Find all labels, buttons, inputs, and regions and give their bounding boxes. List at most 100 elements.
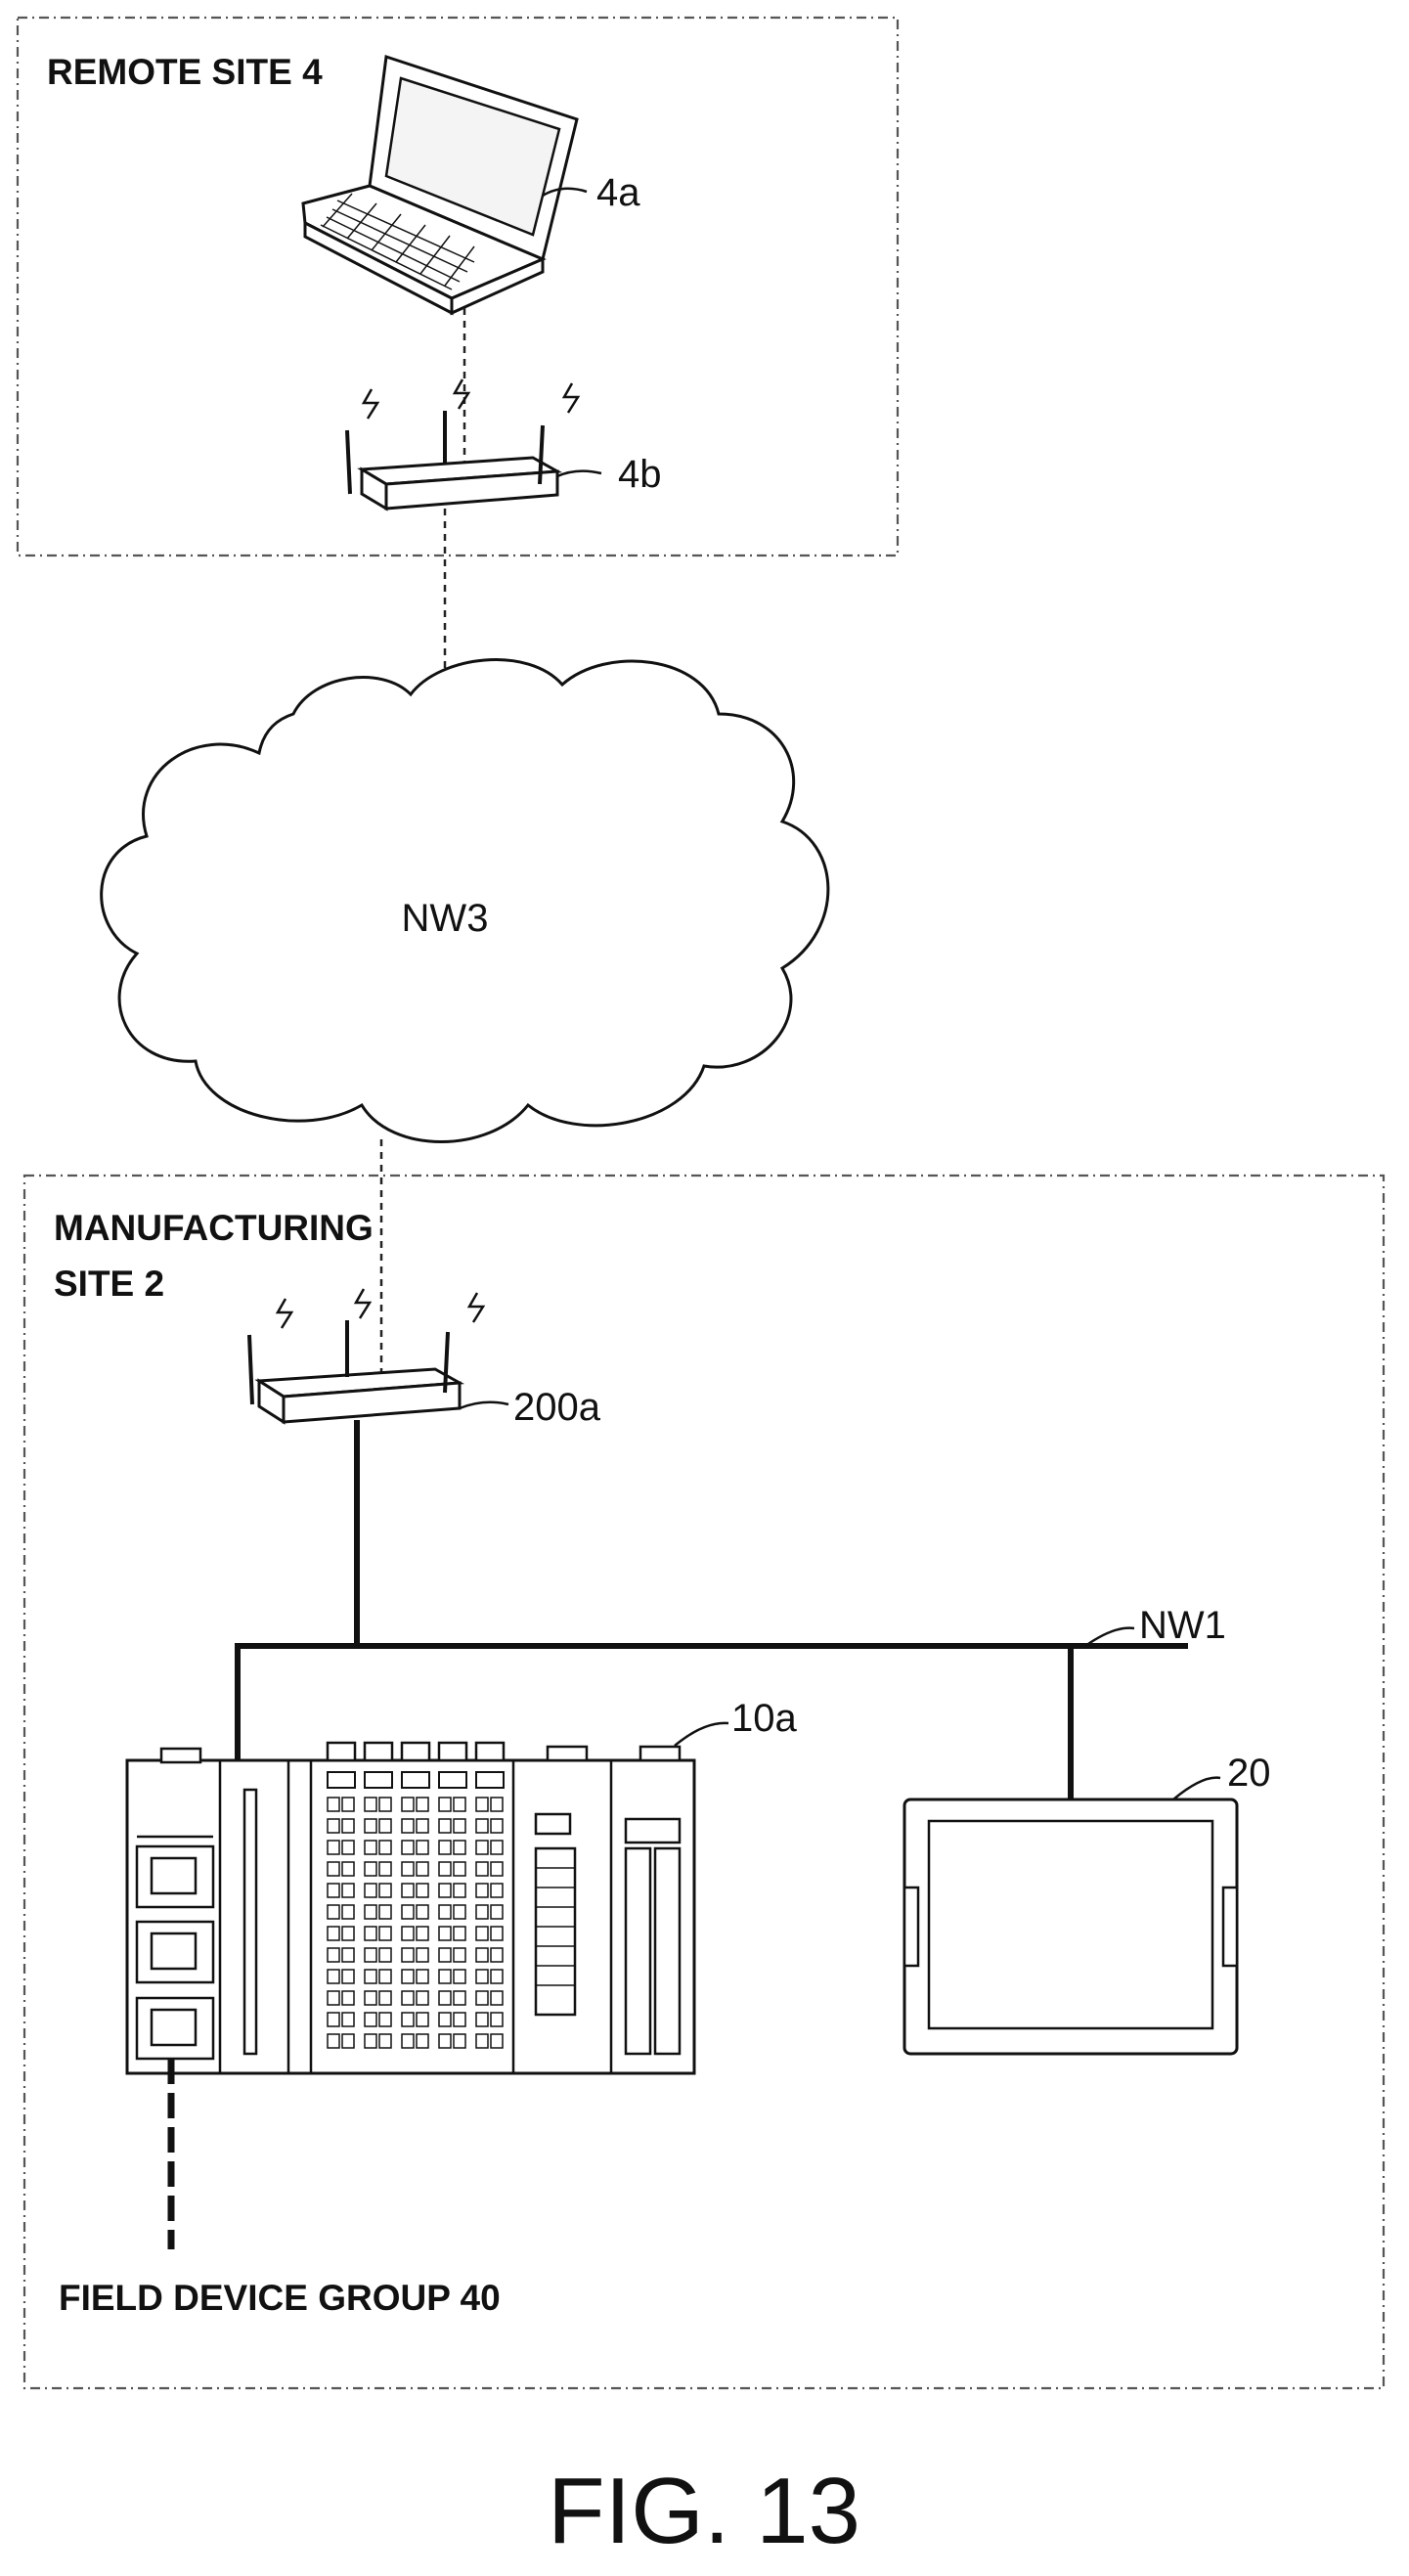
terminal-slot	[454, 2013, 465, 2026]
terminal-slot	[417, 1927, 428, 1940]
terminal-slot	[328, 1798, 339, 1811]
terminal-slot	[328, 1905, 339, 1919]
terminal-slot	[491, 1991, 503, 2005]
terminal-slot	[365, 1948, 376, 1962]
terminal-slot	[365, 1970, 376, 1983]
terminal-slot	[328, 2013, 339, 2026]
wireless-router-icon	[347, 379, 578, 509]
terminal-slot	[342, 1798, 354, 1811]
terminal-slot	[476, 1905, 488, 1919]
display-ref-label: 20	[1227, 1752, 1271, 1795]
terminal-slot	[476, 1948, 488, 1962]
terminal-slot	[454, 1884, 465, 1897]
terminal-slot	[439, 2034, 451, 2048]
terminal-slot	[365, 1884, 376, 1897]
terminal-slot	[402, 1841, 414, 1854]
display-panel-icon	[904, 1799, 1237, 2054]
terminal-slot	[365, 1905, 376, 1919]
terminal-header	[328, 1772, 355, 1788]
terminal-slot	[365, 1841, 376, 1854]
terminal-slot	[476, 1927, 488, 1940]
terminal-slot	[328, 1970, 339, 1983]
terminal-slot	[491, 2013, 503, 2026]
terminal-slot	[439, 1970, 451, 1983]
manufacturing-site-title-line1: MANUFACTURING	[54, 1208, 374, 1248]
terminal-slot	[365, 2034, 376, 2048]
terminal-slot	[417, 2013, 428, 2026]
terminal-slot	[454, 1970, 465, 1983]
terminal-slot	[439, 1948, 451, 1962]
terminal-slot	[342, 1970, 354, 1983]
terminal-slot	[491, 1948, 503, 1962]
terminal-slot	[491, 1970, 503, 1983]
terminal-slot	[379, 2013, 391, 2026]
terminal-slot	[454, 2034, 465, 2048]
terminal-slot	[417, 2034, 428, 2048]
plc-controller-icon	[127, 1743, 694, 2073]
terminal-slot	[491, 1927, 503, 1940]
terminal-slot	[402, 1991, 414, 2005]
terminal-slot	[379, 1862, 391, 1876]
terminal-slot	[365, 1798, 376, 1811]
plc-ref-label: 10a	[731, 1697, 797, 1740]
wan-label: NW3	[402, 897, 489, 940]
terminal-slot	[402, 1927, 414, 1940]
terminal-slot	[342, 1991, 354, 2005]
terminal-slot	[439, 1884, 451, 1897]
terminal-slot	[342, 1884, 354, 1897]
terminal-slot	[379, 1819, 391, 1833]
terminal-slot	[342, 1905, 354, 1919]
router-200a-ref-label: 200a	[513, 1386, 601, 1429]
terminal-slot	[342, 2034, 354, 2048]
figure-caption: FIG. 13	[548, 2459, 860, 2563]
terminal-slot	[439, 1927, 451, 1940]
terminal-slot	[328, 1884, 339, 1897]
terminal-slot	[417, 1991, 428, 2005]
terminal-slot	[328, 1841, 339, 1854]
terminal-slot	[379, 1841, 391, 1854]
terminal-slot	[476, 1862, 488, 1876]
terminal-slot	[454, 1798, 465, 1811]
terminal-header	[476, 1772, 504, 1788]
terminal-slot	[417, 1841, 428, 1854]
terminal-slot	[476, 2013, 488, 2026]
terminal-slot	[342, 1948, 354, 1962]
terminal-slot	[379, 1798, 391, 1811]
manufacturing-site-title-line2: SITE 2	[54, 1264, 164, 1304]
terminal-slot	[491, 1841, 503, 1854]
router-200a-leader-line	[460, 1402, 508, 1408]
terminal-slot	[365, 1991, 376, 2005]
terminal-slot	[454, 1948, 465, 1962]
terminal-slot	[402, 1798, 414, 1811]
terminal-slot	[379, 1948, 391, 1962]
terminal-slot	[439, 1905, 451, 1919]
terminal-slot	[402, 1970, 414, 1983]
terminal-slot	[439, 1798, 451, 1811]
terminal-slot	[476, 1841, 488, 1854]
terminal-slot	[342, 1841, 354, 1854]
terminal-slot	[328, 1927, 339, 1940]
terminal-slot	[342, 1862, 354, 1876]
terminal-slot	[417, 1862, 428, 1876]
terminal-slot	[454, 1927, 465, 1940]
terminal-slot	[439, 1991, 451, 2005]
terminal-slot	[417, 1798, 428, 1811]
terminal-slot	[402, 2034, 414, 2048]
terminal-slot	[402, 2013, 414, 2026]
terminal-slot	[328, 1819, 339, 1833]
wireless-router-icon	[249, 1289, 483, 1422]
terminal-slot	[379, 2034, 391, 2048]
remote-site-title: REMOTE SITE 4	[47, 52, 323, 92]
terminal-slot	[365, 1927, 376, 1940]
laptop-ref-label: 4a	[596, 171, 640, 214]
terminal-slot	[379, 1970, 391, 1983]
terminal-slot	[379, 1991, 391, 2005]
terminal-slot	[476, 1798, 488, 1811]
terminal-slot	[328, 1862, 339, 1876]
terminal-slot	[439, 1841, 451, 1854]
terminal-slot	[491, 1884, 503, 1897]
plc-leader-line	[675, 1723, 728, 1746]
terminal-slot	[328, 1948, 339, 1962]
terminal-slot	[402, 1884, 414, 1897]
